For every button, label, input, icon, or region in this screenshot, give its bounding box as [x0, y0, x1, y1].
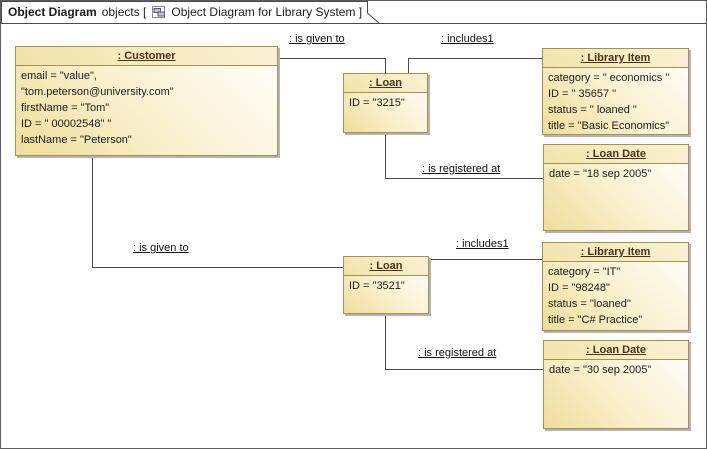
diagram-type-label: Object Diagram — [8, 5, 97, 19]
diagram-icon — [152, 6, 166, 18]
diagram-context-label: objects [ — [101, 5, 147, 19]
object-attributes: category = "IT" ID = "98248" status = "l… — [543, 262, 688, 328]
diagram-header: Object Diagram objects [ Object Diagram … — [8, 1, 362, 23]
object-library-item-35657[interactable]: : Library Item category = " economics " … — [542, 48, 689, 135]
link-label-is-given-to-top[interactable]: : is given to — [289, 33, 345, 45]
object-title: : Loan — [344, 74, 427, 93]
object-title: : Loan Date — [544, 145, 688, 164]
object-attributes: date = "30 sep 2005" — [544, 360, 688, 378]
object-attributes: email = "value", "tom.peterson@universit… — [16, 66, 277, 148]
object-attributes: ID = "3521" — [344, 276, 428, 294]
diagram-frame-heading — [1, 1, 706, 24]
link-is-given-to-top — [278, 58, 386, 73]
object-title: : Library Item — [543, 243, 688, 262]
object-attributes: ID = "3215" — [344, 93, 427, 111]
attribute-line: ID = "3521" — [349, 280, 405, 292]
attribute-line: category = "IT" — [548, 266, 621, 278]
attribute-line: ID = "3215" — [349, 97, 405, 109]
attribute-line: lastName = "Peterson" — [21, 134, 132, 146]
object-title: : Customer — [16, 47, 277, 66]
attribute-line: ID = " 00002548" " — [21, 118, 112, 130]
attribute-line: date = "30 sep 2005" — [549, 364, 652, 376]
link-label-includes1-top[interactable]: : includes1 — [441, 33, 494, 45]
link-includes1-top — [408, 58, 542, 73]
diagram-name-label: Object Diagram for Library System ] — [171, 5, 363, 19]
link-label-includes1-bottom[interactable]: : includes1 — [456, 238, 509, 250]
attribute-line: email = "value", — [21, 70, 97, 82]
attribute-line: ID = "98248" — [548, 282, 610, 294]
attribute-line: date = "18 sep 2005" — [549, 168, 652, 180]
object-customer[interactable]: : Customer email = "value", "tom.peterso… — [15, 46, 278, 156]
attribute-line: category = " economics " — [548, 72, 670, 84]
object-title: : Loan Date — [544, 341, 688, 360]
object-attributes: category = " economics " ID = " 35657 " … — [543, 68, 688, 134]
object-loan-date-30-sep[interactable]: : Loan Date date = "30 sep 2005" — [543, 340, 689, 429]
attribute-line: title = "C# Practice" — [548, 314, 643, 326]
object-loan-3215[interactable]: : Loan ID = "3215" — [343, 73, 428, 133]
attribute-line: ID = " 35657 " — [548, 88, 617, 100]
object-title: : Library Item — [543, 49, 688, 68]
link-label-is-given-to-bottom[interactable]: : is given to — [133, 242, 189, 254]
object-loan-date-18-sep[interactable]: : Loan Date date = "18 sep 2005" — [543, 144, 689, 231]
attribute-line: firstName = "Tom" — [21, 102, 110, 114]
link-is-registered-at-bottom — [385, 315, 543, 370]
link-label-is-registered-at-top[interactable]: : is registered at — [422, 163, 501, 175]
link-is-registered-at-top — [385, 134, 543, 179]
attribute-line: status = " loaned " — [548, 104, 637, 116]
attribute-line: status = "loaned" — [548, 298, 631, 310]
link-label-is-registered-at-bottom[interactable]: : is registered at — [418, 347, 497, 359]
attribute-line: title = "Basic Economics" — [548, 120, 670, 132]
object-loan-3521[interactable]: : Loan ID = "3521" — [343, 256, 429, 314]
object-library-item-98248[interactable]: : Library Item category = "IT" ID = "982… — [542, 242, 689, 331]
object-title: : Loan — [344, 257, 428, 276]
attribute-line: "tom.peterson@university.com" — [21, 86, 174, 98]
object-attributes: date = "18 sep 2005" — [544, 164, 688, 182]
link-is-given-to-bottom — [92, 157, 343, 268]
